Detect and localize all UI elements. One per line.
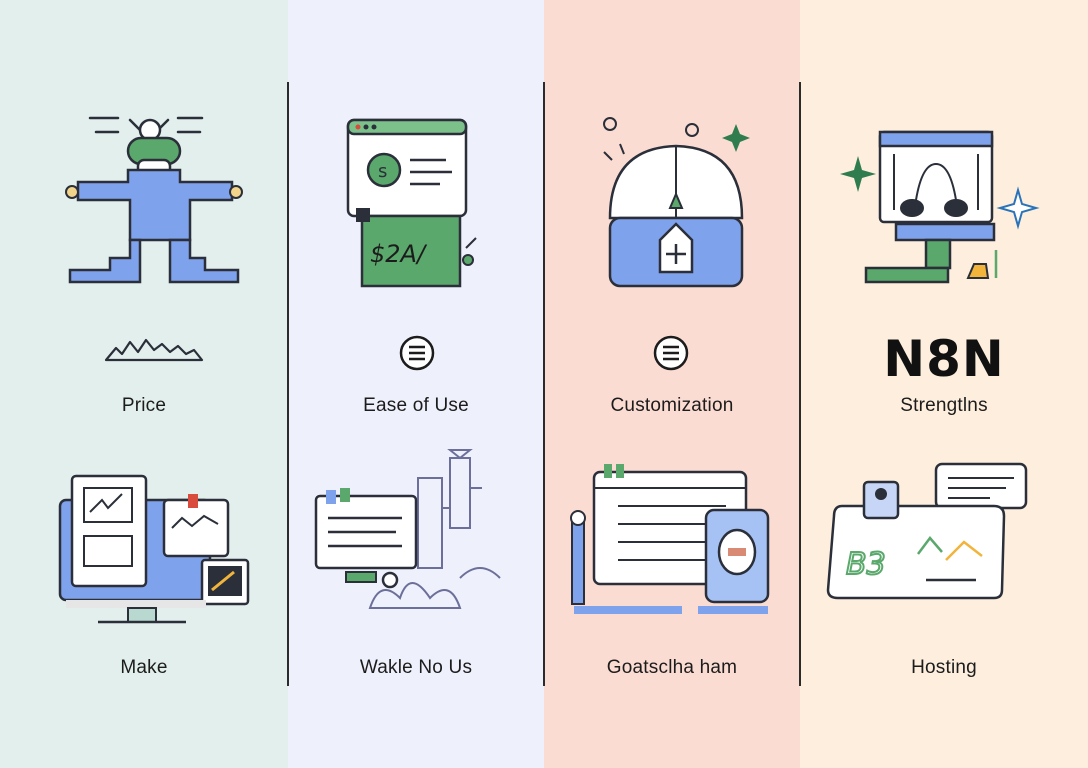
make-label: Make [120, 657, 168, 678]
n8n-heading: N8N [883, 330, 1005, 388]
hosting-label: Hosting [911, 657, 977, 678]
column-divider [543, 82, 545, 686]
dome-plus-icon [603, 117, 750, 288]
wakle-no-us-label: Wakle No Us [359, 657, 473, 678]
column-divider [799, 82, 801, 686]
column-divider [287, 82, 289, 686]
browser-invoice-icon: s $2A/ [346, 118, 477, 288]
column-n8n: N8N Strengtlns B3 Hosting [800, 0, 1088, 768]
chat-whiteboard-icon: B3 [826, 462, 1028, 600]
customization-label: Customization [610, 395, 734, 416]
desktop-dashboard-icon [58, 474, 250, 624]
monitor-stand-icon [840, 130, 1040, 284]
menu-circle-icon [653, 335, 689, 371]
svg-text:s: s [378, 161, 387, 182]
spreadsheet-phone-icon [570, 464, 770, 614]
mountain-sketch-icon [104, 338, 204, 362]
price-sticker-text: $2A/ [370, 240, 428, 268]
column-ease-of-use: s $2A/ Ease of Use [288, 0, 544, 768]
goatsclha-ham-label: Goatsclha ham [606, 657, 738, 678]
flowchart-window-icon [314, 449, 501, 609]
menu-circle-icon [399, 335, 435, 371]
strengths-label: Strengtlns [900, 395, 988, 416]
board-text: B3 [846, 547, 886, 582]
column-price: Price Make [0, 0, 288, 768]
column-customization: Customization Goatsclha ham [544, 0, 800, 768]
price-label: Price [121, 395, 167, 416]
robot-figure-icon [65, 116, 243, 284]
ease-of-use-label: Ease of Use [363, 395, 469, 416]
